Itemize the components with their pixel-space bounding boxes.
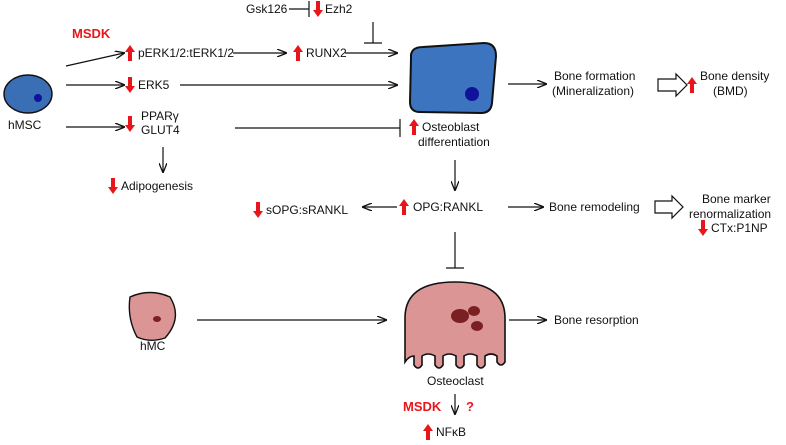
osteoclast-nucleus-1	[451, 309, 469, 323]
nfkb-label: NFκB	[436, 425, 466, 439]
hmsc-label: hMSC	[8, 118, 42, 132]
hmc-label: hMC	[140, 339, 166, 353]
msdk-label-bottom: MSDK	[403, 399, 442, 414]
down-arrow-sopg-icon	[253, 202, 263, 218]
bone-density-label-line1: Bone density	[700, 69, 769, 83]
inhibit-gsk126-ezh2	[289, 1, 310, 17]
opg-label: OPG:RANKL	[413, 200, 483, 214]
down-arrow-adipogenesis-icon	[108, 178, 118, 194]
down-arrow-ppar-icon	[125, 116, 135, 132]
runx2-label: RUNX2	[306, 46, 347, 60]
osteoblast-label-line1: Osteoblast	[422, 120, 480, 134]
sopg-label: sOPG:sRANKL	[266, 203, 348, 217]
inhibit-opg-osteoclast	[446, 232, 464, 269]
up-arrow-runx2-icon	[293, 45, 303, 61]
open-arrow-bone-marker	[654, 194, 684, 220]
ezh2-label: Ezh2	[325, 2, 353, 16]
osteoblast-nucleus	[465, 87, 479, 101]
inhibit-ppar-osteoblast	[235, 119, 401, 137]
down-arrow-erk5-icon	[125, 77, 135, 93]
hmsc-cell	[3, 74, 53, 114]
up-arrow-nfkb-icon	[423, 424, 433, 440]
bone-resorption-label: Bone resorption	[554, 313, 639, 327]
bone-remodeling-label: Bone remodeling	[549, 200, 640, 214]
gsk126-label: Gsk126	[246, 2, 288, 16]
ctx-label: CTx:P1NP	[711, 221, 768, 235]
question-mark-label: ?	[466, 399, 474, 414]
osteoblast-cell	[408, 41, 498, 115]
osteoclast-nucleus-2	[468, 306, 480, 316]
bone-density-label-line2: (BMD)	[713, 84, 748, 98]
adipogenesis-label: Adipogenesis	[121, 179, 193, 193]
up-arrow-osteoblast-icon	[409, 119, 419, 135]
ppar-label: PPARγ	[141, 109, 179, 123]
up-arrow-bone-density-icon	[687, 77, 697, 93]
osteoclast-nucleus-3	[471, 321, 483, 331]
down-arrow-ctx-icon	[698, 220, 708, 236]
down-arrow-ezh2-icon	[313, 1, 323, 17]
osteoclast-cell	[404, 281, 506, 369]
up-arrow-opg-icon	[399, 199, 409, 215]
arrow-hmsc-perk	[65, 53, 124, 67]
bone-marker-label-line2: renormalization	[689, 207, 771, 221]
osteoblast-label-line2: differentiation	[418, 135, 490, 149]
inhibit-ezh2-osteoblast	[364, 22, 382, 44]
bone-marker-label-line1: Bone marker	[702, 192, 771, 206]
hmc-cell	[128, 291, 177, 341]
bone-formation-label-line1: Bone formation	[554, 69, 635, 83]
hmc-nucleus	[153, 316, 161, 322]
hmsc-nucleus	[34, 94, 42, 102]
open-arrow-bone-density	[657, 72, 688, 98]
perk-label: pERK1/2:tERK1/2	[138, 46, 234, 60]
msdk-label-top: MSDK	[72, 26, 111, 41]
up-arrow-perk-icon	[125, 45, 135, 61]
bone-formation-label-line2: (Mineralization)	[552, 84, 634, 98]
glut4-label: GLUT4	[141, 123, 180, 137]
osteoclast-label: Osteoclast	[427, 374, 484, 388]
erk5-label: ERK5	[138, 78, 170, 92]
